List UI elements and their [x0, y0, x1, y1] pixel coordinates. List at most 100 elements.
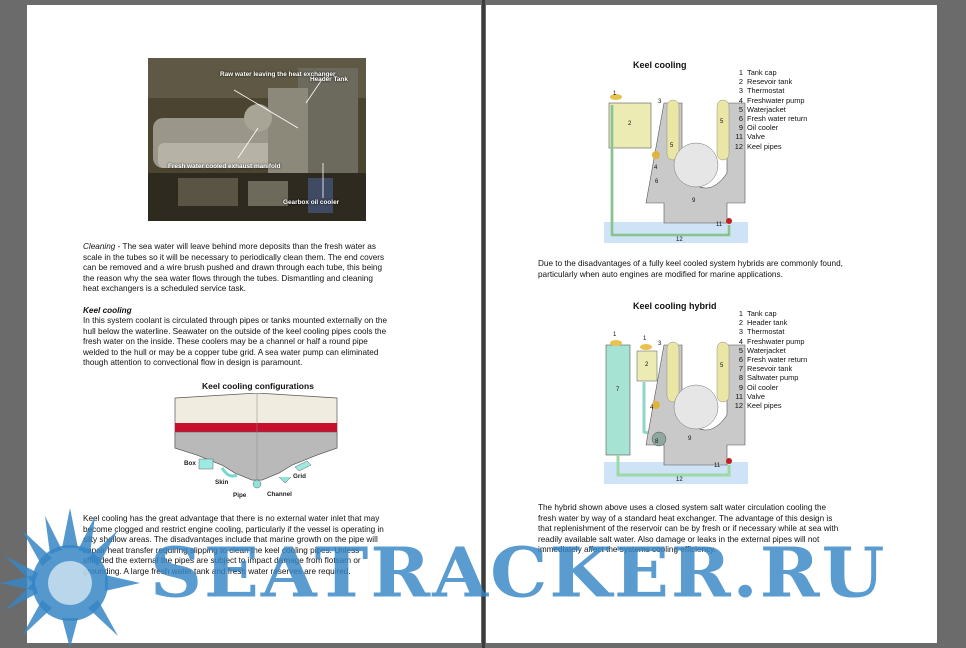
legend-number: 9	[738, 123, 743, 133]
legend-row: 2 Header tank	[731, 318, 807, 327]
legend-row: 9 Oil cooler	[731, 383, 807, 392]
legend-number: 6	[738, 114, 743, 124]
legend-label: Resevoir tank	[747, 364, 793, 374]
legend-label: Fresh water return	[747, 355, 808, 365]
legend-number: 7	[738, 364, 743, 374]
legend-label: Header tank	[747, 318, 788, 328]
d2-marker-4: 4	[650, 405, 654, 411]
legend-number: 12	[734, 141, 743, 151]
legend-label: Valve	[747, 391, 765, 401]
legend-row: 3 Thermostat	[731, 86, 807, 95]
d2-marker-1a: 1	[613, 332, 617, 338]
d1-marker-1: 1	[613, 91, 617, 97]
d1-marker-12: 12	[676, 237, 683, 243]
legend-label: Resevoir tank	[747, 77, 793, 87]
cleaning-paragraph: Cleaning - The sea water will leave behi…	[83, 242, 473, 295]
legend-label: Waterjacket	[747, 104, 786, 114]
hybrid-description-paragraph: The hybrid shown above uses a closed sys…	[538, 503, 933, 556]
legend-label: Tank cap	[747, 309, 777, 318]
hybrid-description-text: The hybrid shown above uses a closed sys…	[538, 503, 839, 555]
d2-marker-11: 11	[714, 463, 721, 469]
keel-cooling-text: In this system coolant is circulated thr…	[83, 316, 388, 368]
d1-marker-3: 3	[658, 99, 662, 105]
legend-label: Freshwater pump	[747, 95, 805, 105]
legend-row: 6 Fresh water return	[731, 355, 808, 365]
legend-number: 4	[738, 336, 743, 346]
legend-number: 11	[735, 132, 743, 142]
keel-cooling-heading: Keel cooling	[83, 306, 132, 315]
config-label-pipe: Pipe	[233, 492, 247, 499]
cleaning-label: Cleaning	[83, 242, 116, 251]
diagram2-title: Keel cooling hybrid	[633, 301, 717, 311]
config-label-skin: Skin	[215, 479, 229, 486]
photo-label-raw-water: Raw water leaving the heat exchanger	[220, 71, 336, 78]
keel-configs-drawing	[174, 393, 338, 489]
d1-marker-5a: 5	[670, 143, 674, 149]
d2-marker-7: 7	[616, 387, 620, 393]
legend-number: 2	[738, 77, 743, 87]
legend-row: 2 Resevoir tank	[731, 77, 807, 86]
d1-marker-5b: 5	[720, 119, 724, 125]
photo-label-header-tank: Header Tank	[310, 76, 348, 83]
legend-label: Oil cooler	[747, 382, 779, 392]
legend-row: 11 Valve	[731, 392, 807, 401]
watermark-text: SEATRACKER.RU	[150, 532, 887, 613]
legend-label: Oil cooler	[747, 123, 779, 133]
legend-number: 4	[738, 95, 743, 105]
legend-row: 7 Resevoir tank	[731, 364, 807, 373]
legend-row: 11 Valve	[731, 132, 807, 141]
legend-number: 3	[738, 327, 743, 337]
d2-marker-5: 5	[720, 363, 724, 369]
config-label-box: Box	[184, 460, 196, 467]
legend-number: 9	[738, 382, 743, 392]
d2-marker-1b: 1	[643, 336, 647, 342]
photo-label-fresh-water: Fresh water cooled exhaust manifold	[168, 163, 281, 170]
legend-label: Keel pipes	[747, 401, 782, 411]
d2-marker-12: 12	[676, 477, 683, 483]
photo-label-gearbox: Gearbox oil cooler	[283, 199, 340, 206]
keel-advantages-text: Keel cooling has the great advantage tha…	[83, 514, 384, 576]
legend-label: Thermostat	[747, 86, 785, 96]
cleaning-text: - The sea water will leave behind more d…	[83, 242, 385, 294]
legend-number: 5	[738, 345, 743, 355]
hybrid-intro-text: Due to the disadvantages of a fully keel…	[538, 259, 843, 279]
engine-photo: Raw water leaving the heat exchanger Hea…	[148, 58, 366, 221]
legend-row: 5 Waterjacket	[731, 105, 807, 114]
legend-row: 12 Keel pipes	[731, 401, 807, 410]
legend-number: 2	[738, 318, 743, 328]
legend-label: Valve	[747, 132, 765, 142]
legend-label: Freshwater pump	[747, 336, 805, 346]
d1-marker-6: 6	[655, 179, 659, 185]
legend-row: 4 Freshwater pump	[731, 96, 807, 105]
legend-number: 1	[738, 68, 743, 77]
config-label-grid: Grid	[293, 473, 306, 480]
d2-marker-2: 2	[645, 362, 649, 368]
d1-marker-11: 11	[716, 222, 723, 228]
d1-marker-2: 2	[628, 121, 632, 127]
legend-row: 3 Thermostat	[731, 327, 807, 336]
legend-label: Saltwater pump	[747, 373, 799, 383]
page-divider	[482, 0, 485, 648]
legend-number: 3	[738, 86, 743, 96]
legend-number: 11	[735, 391, 743, 401]
d1-marker-4: 4	[654, 165, 658, 171]
legend-row: 6 Fresh water return	[731, 114, 808, 124]
keel-advantages-paragraph: Keel cooling has the great advantage tha…	[83, 514, 475, 578]
configs-figure-title: Keel cooling configurations	[202, 381, 314, 391]
diagram1-title: Keel cooling	[633, 60, 687, 70]
legend-number: 5	[738, 104, 743, 114]
legend-label: Fresh water return	[747, 114, 808, 124]
legend-number: 6	[738, 355, 743, 365]
legend-number: 12	[734, 401, 743, 411]
keel-cooling-paragraph: In this system coolant is circulated thr…	[83, 316, 473, 369]
engine-photo-drawing	[148, 58, 366, 221]
legend-label: Thermostat	[747, 327, 785, 337]
